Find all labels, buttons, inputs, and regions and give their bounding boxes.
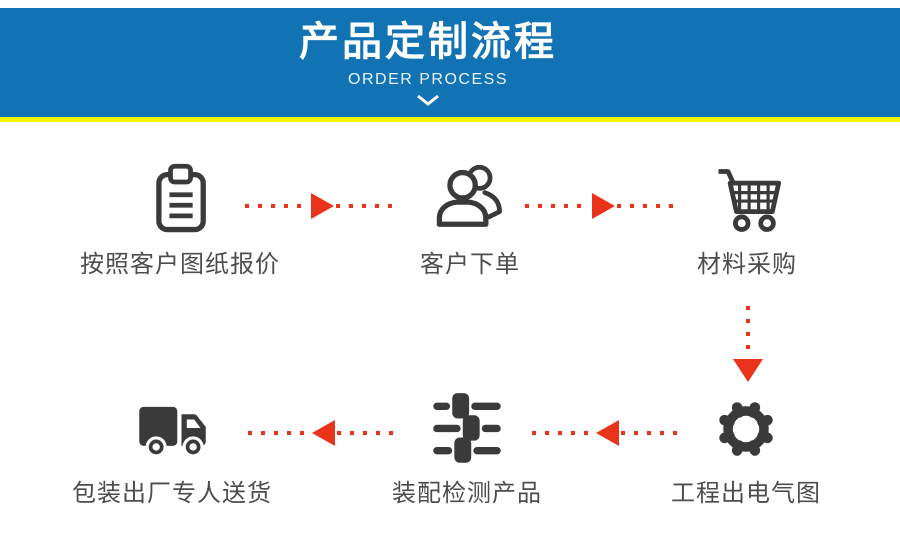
arrow-head-right-icon	[592, 193, 615, 219]
sliders-icon	[429, 391, 505, 467]
clipboard-icon	[142, 162, 218, 238]
flow-step-label: 材料采购	[697, 251, 797, 278]
flow-arrow-right-1	[245, 192, 400, 220]
flow-step-label: 按照客户图纸报价	[80, 251, 280, 278]
gear-icon	[708, 391, 784, 467]
arrow-head-right-icon	[311, 193, 334, 219]
flow-arrow-down	[733, 306, 763, 382]
flow-step-label: 包装出厂专人送货	[72, 480, 272, 507]
cart-icon	[709, 162, 785, 238]
header-banner: 产品定制流程 ORDER PROCESS	[0, 8, 900, 122]
page-subtitle: ORDER PROCESS	[348, 71, 508, 88]
flow-step-order: 客户下单	[350, 162, 590, 280]
flow-arrow-left-2	[248, 419, 398, 447]
header-content: 产品定制流程 ORDER PROCESS	[299, 8, 557, 117]
flow-step-delivery: 包装出厂专人送货	[52, 391, 292, 509]
chevron-down-icon	[416, 93, 440, 111]
flow-step-quote: 按照客户图纸报价	[60, 162, 300, 280]
flow-step-label: 装配检测产品	[392, 480, 542, 507]
flow-step-label: 客户下单	[420, 251, 520, 278]
flow-step-assembly-testing: 装配检测产品	[347, 391, 587, 509]
flow-step-electrical-drawing: 工程出电气图	[626, 391, 866, 509]
flow-step-label: 工程出电气图	[671, 480, 821, 507]
arrow-head-left-icon	[311, 420, 335, 446]
flow-arrow-right-2	[525, 192, 682, 220]
flow-step-purchasing: 材料采购	[627, 162, 867, 280]
flow-arrow-left-1	[532, 419, 682, 447]
arrow-head-left-icon	[595, 420, 619, 446]
customers-icon	[432, 162, 508, 238]
arrow-head-down-icon	[733, 359, 763, 382]
truck-icon	[134, 391, 210, 467]
page-title: 产品定制流程	[299, 20, 557, 64]
